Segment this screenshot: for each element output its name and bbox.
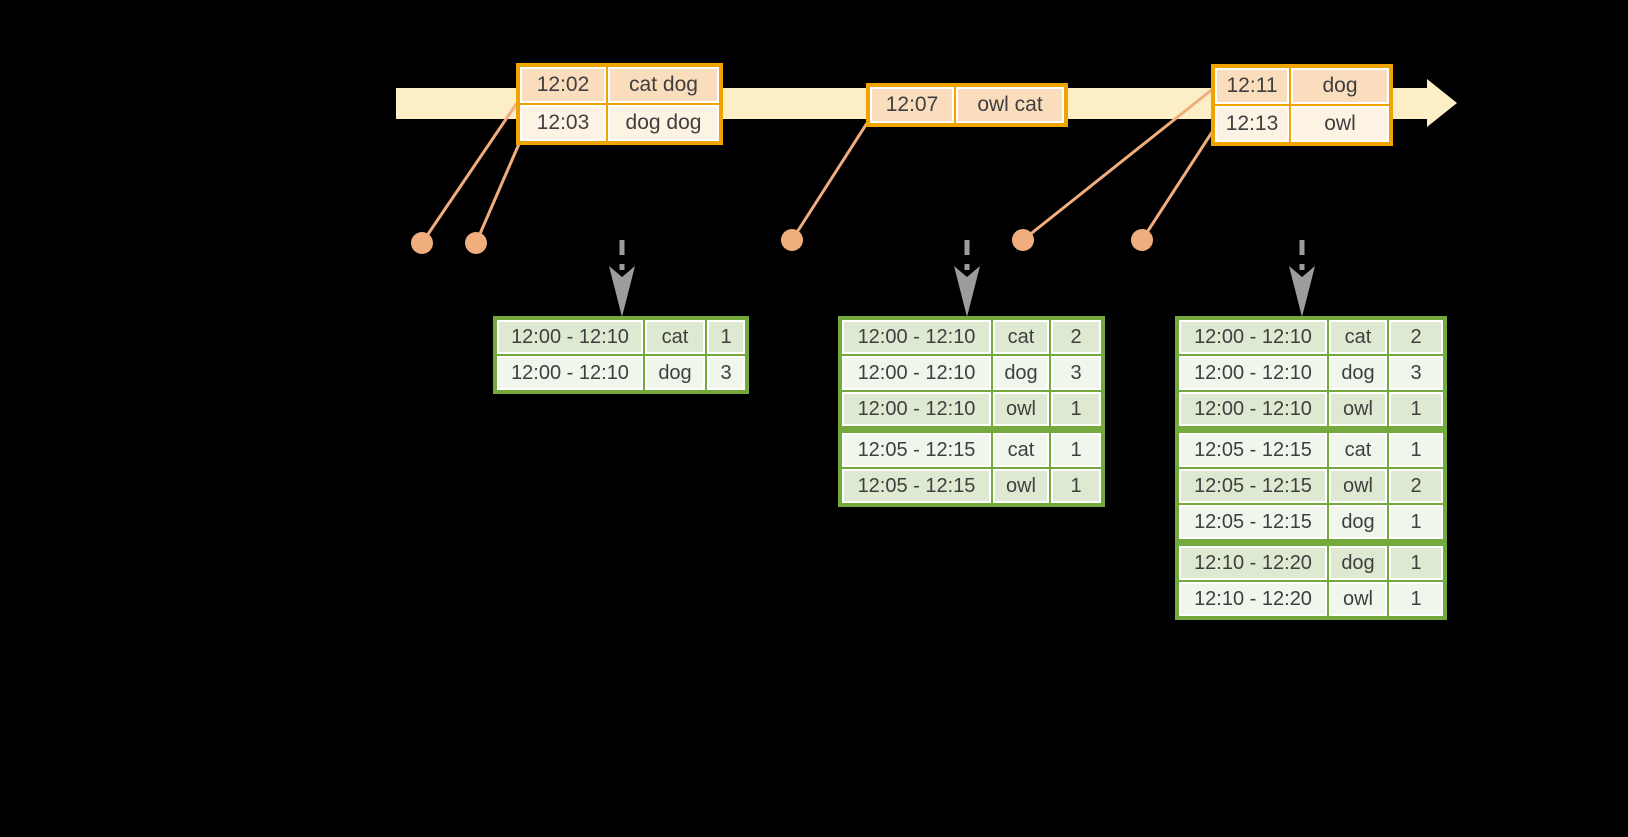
count-cell: 1	[1389, 582, 1443, 616]
word-cell: cat	[993, 320, 1049, 354]
word-cell: owl	[1329, 469, 1387, 503]
trigger-arrow-icon	[954, 240, 980, 317]
event-link-line	[1022, 86, 1215, 242]
count-cell: 1	[1051, 392, 1101, 426]
time-cell: 12:03	[520, 105, 606, 141]
window-cell: 12:00 - 12:10	[497, 356, 643, 390]
count-cell: 1	[1389, 546, 1443, 580]
window-cell: 12:05 - 12:15	[1179, 433, 1327, 467]
words-cell: owl	[1291, 106, 1389, 142]
count-cell: 3	[1389, 356, 1443, 390]
window-cell: 12:00 - 12:10	[1179, 320, 1327, 354]
trigger-arrow-icon	[609, 240, 635, 317]
word-cell: owl	[1329, 582, 1387, 616]
window-cell: 12:05 - 12:15	[1179, 469, 1327, 503]
event-dot	[465, 232, 487, 254]
window-cell: 12:05 - 12:15	[842, 469, 991, 503]
words-cell: cat dog	[608, 67, 719, 103]
event-dot	[1012, 229, 1034, 251]
trigger-arrow-icon	[1289, 240, 1315, 317]
word-cell: cat	[993, 433, 1049, 467]
count-cell: 1	[1389, 392, 1443, 426]
time-cell: 12:07	[870, 87, 954, 123]
time-cell: 12:11	[1215, 68, 1289, 104]
count-cell: 1	[1051, 433, 1101, 467]
word-cell: owl	[993, 392, 1049, 426]
words-cell: owl cat	[956, 87, 1064, 123]
count-cell: 1	[1051, 469, 1101, 503]
window-cell: 12:05 - 12:15	[1179, 505, 1327, 539]
count-cell: 1	[1389, 433, 1443, 467]
count-cell: 2	[1051, 320, 1101, 354]
window-cell: 12:05 - 12:15	[842, 433, 991, 467]
count-cell: 1	[1389, 505, 1443, 539]
word-cell: cat	[1329, 433, 1387, 467]
window-cell: 12:10 - 12:20	[1179, 546, 1327, 580]
window-cell: 12:00 - 12:10	[1179, 392, 1327, 426]
word-cell: dog	[645, 356, 705, 390]
time-cell: 12:13	[1215, 106, 1289, 142]
event-dot	[411, 232, 433, 254]
window-cell: 12:10 - 12:20	[1179, 582, 1327, 616]
word-cell: dog	[1329, 356, 1387, 390]
window-cell: 12:00 - 12:10	[1179, 356, 1327, 390]
count-cell: 2	[1389, 469, 1443, 503]
window-cell: 12:00 - 12:10	[842, 320, 991, 354]
word-cell: dog	[1329, 505, 1387, 539]
count-cell: 2	[1389, 320, 1443, 354]
event-link-line	[420, 99, 521, 244]
words-cell: dog	[1291, 68, 1389, 104]
timeline-arrowhead-icon	[1427, 79, 1457, 127]
word-cell: owl	[1329, 392, 1387, 426]
word-cell: cat	[1329, 320, 1387, 354]
time-cell: 12:02	[520, 67, 606, 103]
words-cell: dog dog	[608, 105, 719, 141]
window-cell: 12:00 - 12:10	[842, 356, 991, 390]
word-cell: owl	[993, 469, 1049, 503]
word-cell: dog	[993, 356, 1049, 390]
count-cell: 3	[1051, 356, 1101, 390]
event-link-line	[474, 129, 527, 244]
event-dot	[1131, 229, 1153, 251]
window-cell: 12:00 - 12:10	[497, 320, 643, 354]
event-link-line	[1140, 125, 1218, 241]
window-cell: 12:00 - 12:10	[842, 392, 991, 426]
event-dot	[781, 229, 803, 251]
count-cell: 1	[707, 320, 745, 354]
count-cell: 3	[707, 356, 745, 390]
word-cell: cat	[645, 320, 705, 354]
event-link-line	[790, 119, 871, 241]
word-cell: dog	[1329, 546, 1387, 580]
